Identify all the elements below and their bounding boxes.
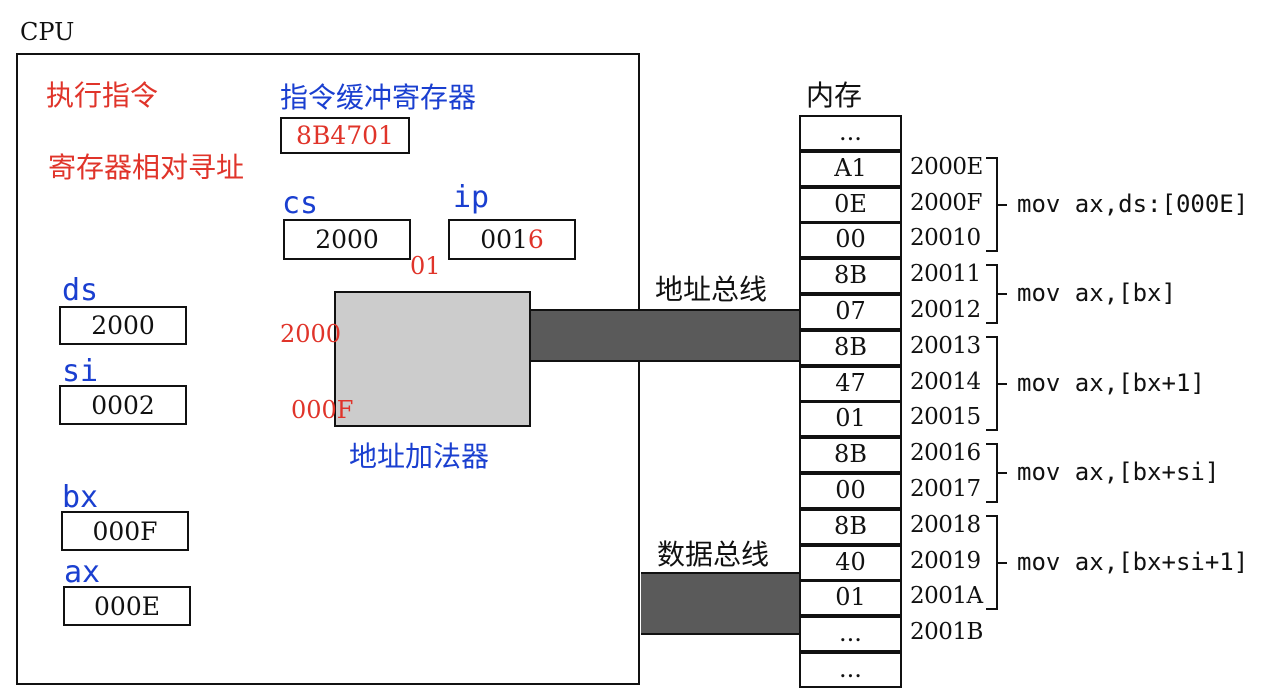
cs-label: cs bbox=[282, 186, 319, 221]
memory-address: 20010 bbox=[910, 225, 981, 251]
memory-cell: 01 bbox=[799, 401, 902, 437]
ds-register: 2000 bbox=[59, 306, 187, 345]
memory-address: 20013 bbox=[910, 333, 981, 359]
memory-cell: 8B bbox=[799, 330, 902, 366]
memory-address: 2000F bbox=[910, 190, 983, 216]
memory-address: 20017 bbox=[910, 476, 981, 502]
instruction-label: mov ax,ds:[000E] bbox=[1017, 189, 1249, 218]
adder-input-offset: 000F bbox=[291, 396, 354, 424]
si-register: 0002 bbox=[59, 385, 187, 425]
ip-register: 0016 bbox=[448, 219, 576, 260]
memory-cell: 00 bbox=[799, 473, 902, 509]
instruction-label: mov ax,[bx+si+1] bbox=[1017, 547, 1249, 576]
memory-address: 20016 bbox=[910, 440, 981, 466]
cs-register: 2000 bbox=[283, 219, 411, 260]
instruction-brace-tip bbox=[997, 382, 1007, 385]
si-label: si bbox=[62, 354, 99, 389]
memory-address: 2001B bbox=[910, 619, 983, 645]
memory-cell: 47 bbox=[799, 366, 902, 402]
memory-cell: 40 bbox=[799, 545, 902, 581]
ip-value: 001 bbox=[480, 225, 528, 254]
memory-address: 20014 bbox=[910, 369, 981, 395]
memory-cell: 07 bbox=[799, 294, 902, 330]
cpu-label: CPU bbox=[20, 18, 75, 46]
memory-cell: ... bbox=[799, 652, 902, 688]
memory-cell: ... bbox=[799, 115, 902, 151]
instr-buffer-box: 8B4701 bbox=[280, 117, 410, 154]
instruction-label: mov ax,[bx+1] bbox=[1017, 368, 1205, 397]
bx-label: bx bbox=[62, 480, 99, 515]
memory-cell: 8B bbox=[799, 509, 902, 545]
ip-value-changed: 6 bbox=[527, 225, 544, 254]
data-bus-label: 数据总线 bbox=[657, 538, 770, 571]
memory-address: 20015 bbox=[910, 404, 981, 430]
instruction-brace-tip bbox=[997, 203, 1007, 206]
memory-address: 20019 bbox=[910, 548, 981, 574]
memory-address: 2000E bbox=[910, 154, 983, 180]
ip-label: ip bbox=[453, 180, 490, 215]
address-adder bbox=[334, 291, 531, 427]
bx-register: 000F bbox=[61, 511, 189, 551]
memory-cell: A1 bbox=[799, 151, 902, 187]
memory-cell: ... bbox=[799, 616, 902, 652]
instruction-brace-tip bbox=[997, 561, 1007, 564]
instruction-brace-tip bbox=[997, 293, 1007, 295]
address-bus bbox=[531, 309, 799, 362]
ax-label: ax bbox=[64, 555, 101, 590]
ax-register: 000E bbox=[63, 586, 191, 626]
ds-label: ds bbox=[62, 273, 99, 308]
memory-cell: 0E bbox=[799, 187, 902, 223]
memory-cell: 01 bbox=[799, 580, 902, 616]
memory-cell: 8B bbox=[799, 258, 902, 294]
exec-label: 执行指令 bbox=[46, 79, 159, 112]
adder-input-offset-small: 01 bbox=[410, 252, 441, 280]
instruction-brace-tip bbox=[997, 472, 1007, 474]
cpu-box bbox=[16, 53, 640, 685]
memory-cell: 8B bbox=[799, 437, 902, 473]
instruction-label: mov ax,[bx+si] bbox=[1017, 458, 1220, 486]
memory-address: 20011 bbox=[910, 261, 981, 287]
addressing-mode-label: 寄存器相对寻址 bbox=[48, 151, 245, 184]
data-bus bbox=[641, 572, 799, 635]
instruction-label: mov ax,[bx] bbox=[1017, 279, 1176, 307]
address-bus-label: 地址总线 bbox=[655, 273, 768, 306]
adder-input-segment: 2000 bbox=[280, 320, 342, 348]
memory-cell: 00 bbox=[799, 222, 902, 258]
memory-address: 20018 bbox=[910, 512, 981, 538]
memory-title: 内存 bbox=[806, 79, 863, 112]
memory-address: 20012 bbox=[910, 297, 981, 323]
instr-buffer-label: 指令缓冲寄存器 bbox=[280, 81, 477, 114]
memory-address: 2001A bbox=[910, 583, 983, 609]
adder-label: 地址加法器 bbox=[349, 440, 490, 473]
